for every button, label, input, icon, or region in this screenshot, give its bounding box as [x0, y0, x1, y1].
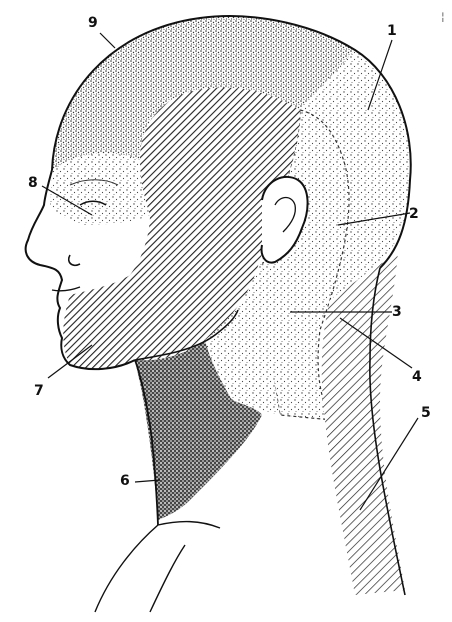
- shoulder-outline: [95, 522, 220, 612]
- label-4: 4: [412, 370, 422, 384]
- label-5: 5: [421, 406, 431, 420]
- label-7: 7: [34, 384, 44, 398]
- leader-line-9: [100, 33, 115, 48]
- region-8-ophthalmic: [50, 153, 150, 225]
- label-1: 1: [387, 24, 397, 38]
- label-2: 2: [409, 207, 419, 221]
- nostril: [69, 255, 80, 265]
- label-9: 9: [88, 16, 98, 30]
- corner-mark: ¦: [441, 10, 445, 23]
- label-6: 6: [120, 474, 130, 488]
- mouth: [52, 287, 80, 291]
- region-5-posterior-rami: [322, 250, 405, 595]
- label-3: 3: [392, 305, 402, 319]
- label-8: 8: [28, 176, 38, 190]
